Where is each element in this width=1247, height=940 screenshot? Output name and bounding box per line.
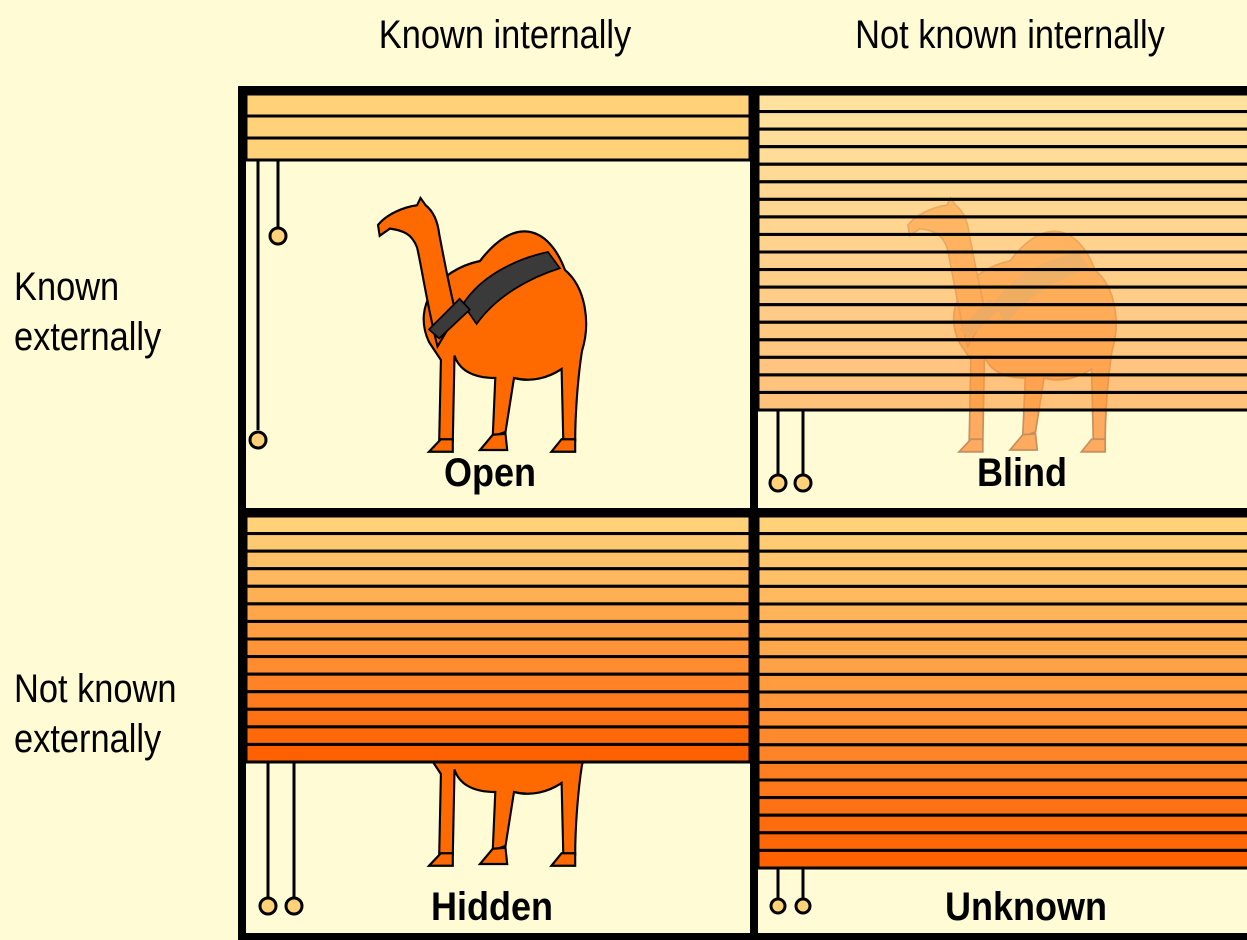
blind-slat bbox=[758, 674, 1247, 692]
blind-slat bbox=[758, 657, 1247, 675]
blind-slat bbox=[758, 270, 1247, 288]
blind-slat bbox=[758, 112, 1247, 130]
blind-slat bbox=[758, 850, 1247, 868]
blind-slat bbox=[246, 744, 750, 762]
blind-slat bbox=[758, 305, 1247, 323]
blind-slat bbox=[246, 534, 750, 552]
blind-slat bbox=[758, 798, 1247, 816]
blind-slat bbox=[758, 569, 1247, 587]
blind-slat bbox=[758, 833, 1247, 851]
blind-slat bbox=[246, 516, 750, 534]
blind-slat bbox=[758, 217, 1247, 235]
blind-slat bbox=[758, 815, 1247, 833]
blind-slat bbox=[758, 147, 1247, 165]
blind-unknown bbox=[758, 516, 1247, 868]
blind-slat bbox=[246, 551, 750, 569]
blind-slat bbox=[758, 710, 1247, 728]
blind-slat bbox=[246, 639, 750, 657]
blind-slat bbox=[758, 94, 1247, 112]
blind-slat bbox=[246, 116, 750, 138]
blind-slat bbox=[758, 375, 1247, 393]
blind-slat bbox=[758, 780, 1247, 798]
blind-slat bbox=[758, 762, 1247, 780]
blind-slat bbox=[758, 392, 1247, 410]
quadrant-label-blind: Blind bbox=[932, 448, 1112, 498]
blind-slat bbox=[758, 516, 1247, 534]
blind-slat bbox=[246, 621, 750, 639]
blind-slat bbox=[758, 199, 1247, 217]
blind-slat bbox=[246, 727, 750, 745]
blind-slat bbox=[758, 182, 1247, 200]
blind-slat bbox=[246, 586, 750, 604]
quadrant-label-open: Open bbox=[400, 448, 580, 498]
blind-slat bbox=[758, 287, 1247, 305]
blind-slat bbox=[758, 745, 1247, 763]
blind-blind bbox=[758, 94, 1247, 410]
blind-slat bbox=[758, 622, 1247, 640]
blind-slat bbox=[758, 322, 1247, 340]
blind-slat bbox=[758, 551, 1247, 569]
blind-slat bbox=[758, 604, 1247, 622]
blind-slat bbox=[758, 252, 1247, 270]
blind-slat bbox=[758, 586, 1247, 604]
blind-slat bbox=[246, 569, 750, 587]
blind-slat bbox=[246, 138, 750, 160]
blind-slat bbox=[758, 357, 1247, 375]
blind-slat bbox=[758, 129, 1247, 147]
blind-slat bbox=[758, 164, 1247, 182]
quadrant-label-hidden: Hidden bbox=[402, 882, 582, 932]
blind-open bbox=[246, 94, 750, 160]
blind-slat bbox=[246, 709, 750, 727]
quadrant-label-unknown: Unknown bbox=[918, 882, 1134, 932]
blind-slat bbox=[246, 657, 750, 675]
blind-slat bbox=[758, 340, 1247, 358]
blind-slat bbox=[246, 692, 750, 710]
blind-hidden bbox=[246, 516, 750, 762]
blind-slat bbox=[758, 234, 1247, 252]
blind-slat bbox=[758, 692, 1247, 710]
blind-slat bbox=[758, 534, 1247, 552]
blind-slat bbox=[246, 674, 750, 692]
blind-slat bbox=[758, 727, 1247, 745]
blind-slat bbox=[246, 94, 750, 116]
blind-slat bbox=[758, 639, 1247, 657]
blind-slat bbox=[246, 604, 750, 622]
